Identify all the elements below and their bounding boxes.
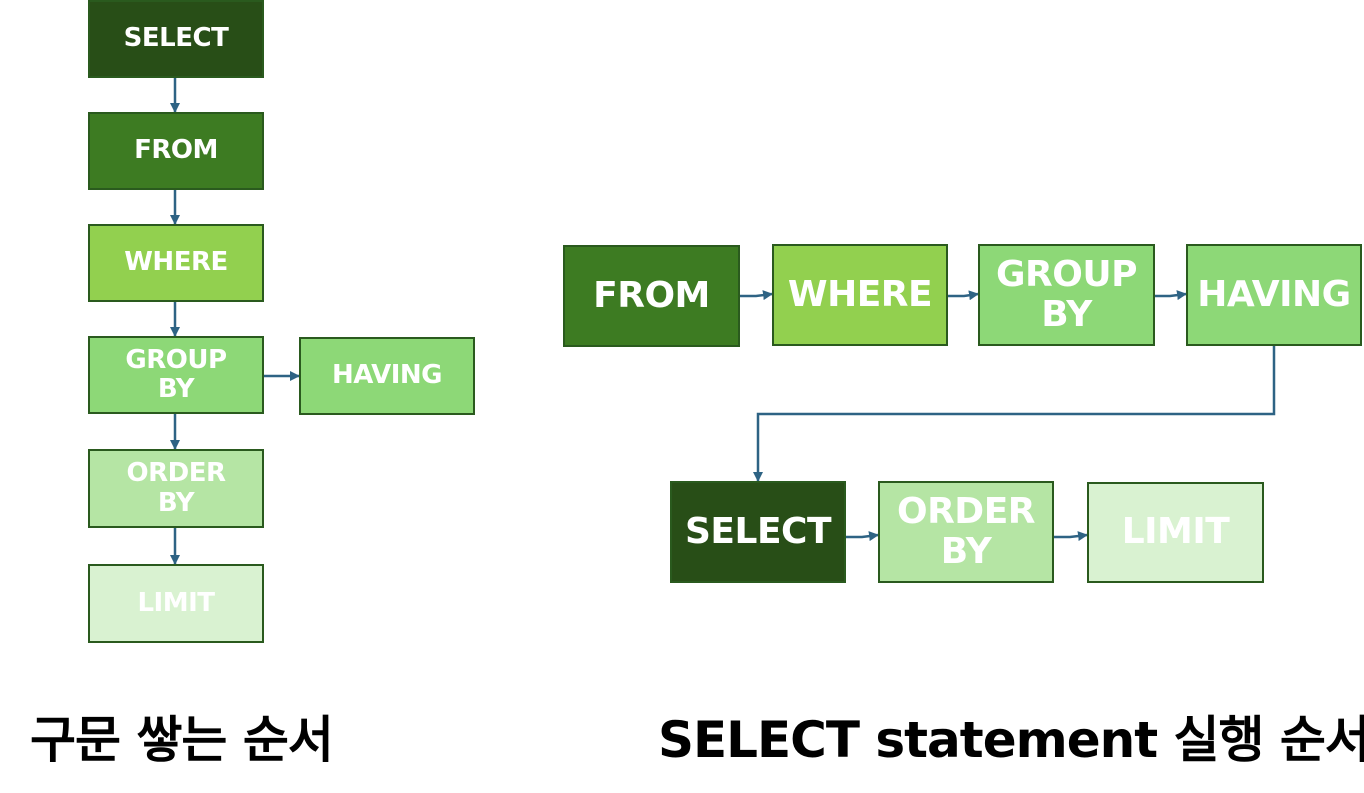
exec-step-limit: LIMIT bbox=[1087, 482, 1264, 583]
syntax-step-limit: LIMIT bbox=[88, 564, 264, 643]
syntax-step-order-by: ORDER BY bbox=[88, 449, 264, 528]
syntax-step-select: SELECT bbox=[88, 0, 264, 78]
exec-step-from: FROM bbox=[563, 245, 740, 347]
syntax-step-group-by: GROUP BY bbox=[88, 336, 264, 414]
exec-step-where: WHERE bbox=[772, 244, 948, 346]
arrow-group-by-to-having-exec bbox=[1155, 290, 1187, 301]
syntax-step-from: FROM bbox=[88, 112, 264, 190]
arrow-select-to-order-by-exec bbox=[846, 531, 879, 542]
arrow-where-to-group-by-exec bbox=[948, 290, 979, 301]
syntax-branch-having: HAVING bbox=[299, 337, 475, 415]
arrow-having-to-select-exec bbox=[753, 346, 1276, 482]
exec-step-group-by: GROUP BY bbox=[978, 244, 1155, 346]
exec-step-having: HAVING bbox=[1186, 244, 1362, 346]
execution-order-caption: SELECT statement 실행 순서 bbox=[658, 711, 1364, 769]
syntax-order-caption: 구문 쌓는 순서 bbox=[30, 711, 334, 769]
syntax-step-where: WHERE bbox=[88, 224, 264, 302]
exec-step-order-by: ORDER BY bbox=[878, 481, 1054, 583]
arrow-order-by-to-limit-exec bbox=[1054, 531, 1088, 542]
arrow-from-to-where-exec bbox=[740, 290, 773, 301]
exec-step-select: SELECT bbox=[670, 481, 846, 583]
